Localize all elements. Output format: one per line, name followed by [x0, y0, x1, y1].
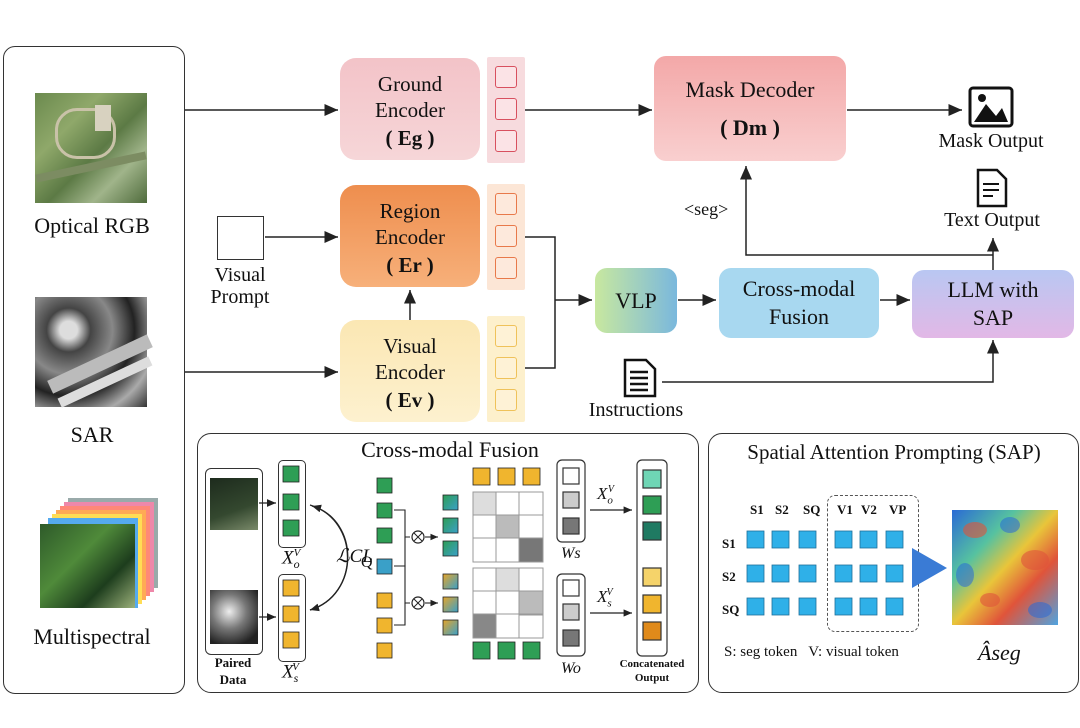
xs-label: XsV: [282, 661, 300, 686]
xo-arrow-label: XoV: [597, 484, 614, 507]
multispectral-label: Multispectral: [33, 624, 151, 649]
cross-modal-fusion-panel: [197, 433, 699, 693]
visual-encoder: Visual Encoder ( Ev ): [340, 320, 480, 422]
sap-col-header-vp: VP: [889, 502, 907, 517]
ground-encoder-line2: Encoder: [375, 98, 445, 122]
region-tokens: [487, 184, 525, 290]
mask-output-label: Mask Output: [938, 130, 1044, 152]
llm-line1: LLM with: [947, 277, 1039, 302]
llm-line2: SAP: [972, 305, 1014, 330]
ground-encoder: Ground Encoder ( Eg ): [340, 58, 480, 160]
ws-label: Ws: [561, 545, 581, 562]
cmf-panel-title: Cross-modal Fusion: [361, 437, 539, 462]
sap-col-header-v1: V1: [837, 502, 853, 517]
sar-label: SAR: [70, 422, 114, 447]
xo-token-column: [278, 460, 306, 548]
mask-decoder: Mask Decoder ( Dm ): [654, 56, 846, 161]
seg-token-label: <seg>: [684, 199, 729, 219]
cross-modal-line1: Cross-modal: [742, 276, 856, 301]
xs-arrow-label: XsV: [597, 587, 613, 610]
a-seg-label: Âseg: [978, 640, 1021, 665]
visual-encoder-symbol: ( Ev ): [385, 388, 435, 412]
sap-col-header-s1: S1: [750, 502, 764, 517]
instructions-label: Instructions: [588, 399, 684, 421]
multispectral-image-stack: [40, 498, 160, 608]
optical-rgb-image: [35, 93, 147, 203]
sap-col-header-s2: S2: [775, 502, 789, 517]
text-output-label: Text Output: [944, 209, 1040, 231]
region-encoder-line1: Region: [379, 199, 441, 223]
image-icon: [968, 86, 1014, 128]
query-label: Q: [361, 554, 373, 571]
visual-prompt-label: Visual Prompt: [210, 264, 270, 308]
visual-encoder-line1: Visual: [383, 334, 437, 358]
ground-encoder-line1: Ground: [377, 72, 443, 96]
region-encoder-line2: Encoder: [375, 225, 445, 249]
sap-panel-title: Spatial Attention Prompting (SAP): [747, 440, 1041, 464]
mask-decoder-title: Mask Decoder: [685, 76, 815, 102]
wo-label: Wo: [561, 660, 581, 677]
paired-data-label: Paired Data: [214, 655, 252, 687]
visual-prompt-box: [217, 216, 264, 260]
xs-token-column: [278, 574, 306, 662]
mask-decoder-symbol: ( Dm ): [720, 114, 780, 140]
xo-label: XoV: [282, 547, 301, 572]
region-encoder-symbol: ( Er ): [386, 253, 434, 277]
sap-legend: S: seg token V: visual token: [724, 644, 899, 660]
optical-rgb-label: Optical RGB: [34, 213, 150, 238]
sap-col-header-sq: SQ: [803, 502, 821, 517]
sap-row-header-s2: S2: [722, 569, 736, 584]
sap-col-header-v2: V2: [861, 502, 877, 517]
llm-with-sap-box: LLM with SAP: [912, 270, 1074, 338]
sap-row-header-s1: S1: [722, 536, 736, 551]
document-icon: [975, 168, 1009, 208]
concatenated-output-label: Concatenated Output: [619, 658, 685, 684]
paired-data-box: [205, 468, 263, 655]
visual-tokens: [487, 316, 525, 422]
ground-tokens: [487, 57, 525, 163]
vlp-label: VLP: [615, 287, 657, 313]
vlp-box: VLP: [595, 268, 677, 333]
paired-sar-image: [210, 590, 258, 644]
cross-modal-line2: Fusion: [769, 304, 829, 329]
region-encoder: Region Encoder ( Er ): [340, 185, 480, 287]
instructions-icon: [622, 358, 658, 398]
sap-row-header-sq: SQ: [722, 602, 740, 617]
contrastive-loss-label: ℒCL: [336, 546, 373, 567]
visual-encoder-line2: Encoder: [375, 360, 445, 384]
sar-image: [35, 297, 153, 408]
cross-modal-fusion-box: Cross-modal Fusion: [719, 268, 879, 338]
ground-encoder-symbol: ( Eg ): [385, 126, 435, 150]
paired-optical-image: [210, 478, 258, 530]
